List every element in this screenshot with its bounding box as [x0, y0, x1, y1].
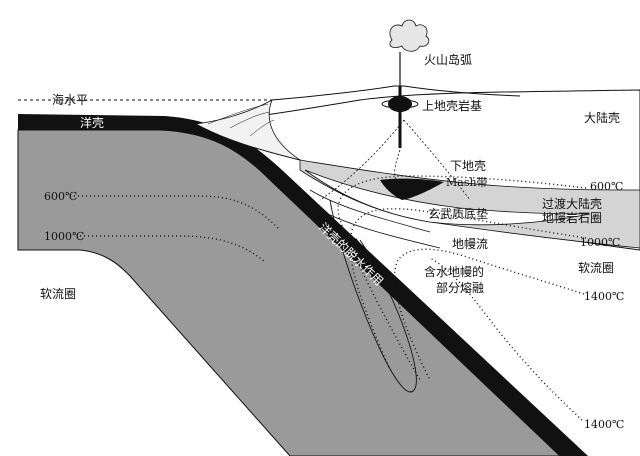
label-iso-1400-right-lower: 1400℃ — [584, 418, 624, 431]
label-lower-crust: 下地壳 — [450, 159, 486, 173]
oceanic-crust — [18, 114, 588, 456]
label-asthenosphere-left: 软流圈 — [40, 287, 76, 301]
melt-path-2 — [319, 119, 405, 201]
label-iso-600-right: 600℃ — [590, 180, 623, 193]
label-hydrous-melting-2: 部分熔融 — [436, 280, 484, 295]
label-sea-level: 海水平 — [52, 92, 88, 107]
label-mash-zone: Mash带 — [446, 176, 488, 189]
volcano-cone — [271, 85, 521, 101]
label-transitional-1: 过渡大陆壳 — [542, 196, 602, 211]
label-mantle-flow: 地幔流 — [452, 236, 488, 251]
label-iso-1400-right-upper: 1400℃ — [584, 290, 624, 303]
batholith-ring — [381, 99, 419, 109]
label-iso-1000-right: 1000℃ — [580, 236, 620, 249]
isotherm-1400-right-lower — [429, 257, 583, 421]
label-upper-crust-basement: 上地壳岩基 — [422, 98, 482, 113]
accretionary-wedge — [194, 99, 301, 161]
batholith — [388, 96, 412, 112]
label-transitional-2: 地幔岩石圈 — [542, 210, 602, 225]
label-hydrous-melting-1: 含水地幔的 — [424, 264, 484, 279]
wedge-fabric-1 — [207, 103, 269, 125]
melt-path-3 — [403, 119, 471, 201]
label-oceanic-crust: 洋壳 — [80, 115, 104, 130]
label-volcanic-arc: 火山岛弧 — [424, 52, 472, 67]
label-iso-1000-left: 1000℃ — [44, 230, 84, 243]
label-continent: 大陆壳 — [584, 110, 620, 125]
mantle-flow-line-1 — [309, 189, 431, 233]
wedge-fabric-3 — [249, 119, 275, 137]
label-basaltic-underplate: 玄武质底垫 — [428, 206, 488, 221]
mash-zone — [380, 178, 444, 200]
corner-flow-loop — [329, 199, 417, 393]
label-iso-600-left: 600℃ — [44, 190, 77, 203]
mantle-flow-line-2 — [319, 209, 441, 249]
label-asthenosphere-right: 软流圈 — [578, 261, 614, 275]
isotherm-600-right — [337, 175, 587, 381]
volcanic-plume — [389, 19, 430, 52]
flow-arrow — [352, 238, 362, 246]
wedge-fabric-2 — [229, 111, 271, 129]
